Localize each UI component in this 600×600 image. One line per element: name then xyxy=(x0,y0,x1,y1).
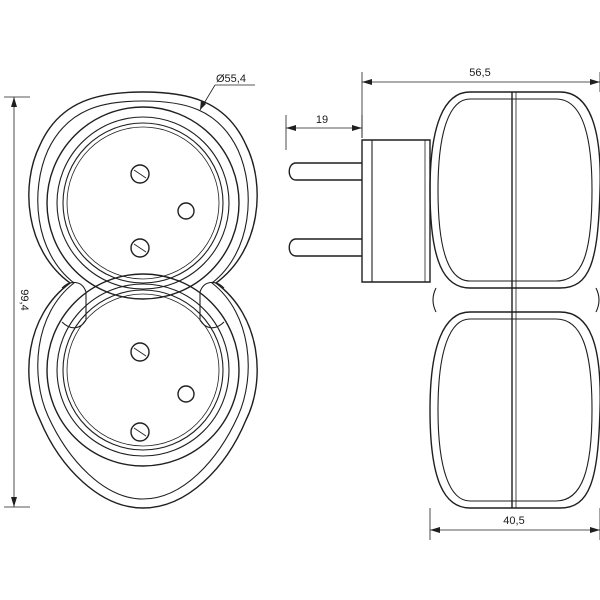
lower-socket-face xyxy=(62,289,224,451)
upper-earth-pin xyxy=(177,202,195,220)
plug-pins xyxy=(288,162,362,257)
side-upper-body xyxy=(429,91,600,289)
side-view: 19 56,5 40,5 xyxy=(285,67,600,540)
upper-socket-face-inner xyxy=(66,126,220,280)
lower-socket-rim xyxy=(46,273,240,467)
front-view: 99,4 Ø55,4 xyxy=(4,73,258,509)
left-waist-notch xyxy=(61,281,87,329)
height-dimension-label: 99,4 xyxy=(18,289,30,310)
height-dimension: 99,4 xyxy=(4,96,30,508)
upper-pin xyxy=(288,162,362,181)
upper-socket-face xyxy=(62,122,224,284)
body-depth-label: 40,5 xyxy=(503,515,524,527)
upper-socket-rim xyxy=(46,106,240,300)
lower-socket-face-inner xyxy=(66,293,220,447)
upper-socket-ring xyxy=(56,116,230,290)
lower-pin xyxy=(288,238,362,257)
total-depth-dimension: 56,5 xyxy=(361,67,600,138)
front-inner-outline xyxy=(37,100,249,500)
upper-socket-holes xyxy=(130,164,195,258)
right-waist-notch xyxy=(199,281,225,329)
lower-live-hole xyxy=(130,342,150,362)
diameter-label: Ø55,4 xyxy=(216,73,246,85)
lower-earth-pin xyxy=(177,385,195,403)
upper-live-hole xyxy=(130,164,150,184)
total-depth-label: 56,5 xyxy=(469,67,490,79)
lower-neutral-hole xyxy=(130,422,150,442)
lower-socket-holes xyxy=(130,342,195,442)
lower-socket-ring xyxy=(56,283,230,457)
upper-neutral-hole xyxy=(130,238,150,258)
plug-stem xyxy=(361,139,431,283)
pin-length-label: 19 xyxy=(316,114,328,126)
diameter-callout: Ø55,4 xyxy=(199,73,255,111)
side-lower-body xyxy=(429,311,600,509)
body-depth-dimension: 40,5 xyxy=(429,508,600,540)
pin-length-dimension: 19 xyxy=(285,114,363,150)
